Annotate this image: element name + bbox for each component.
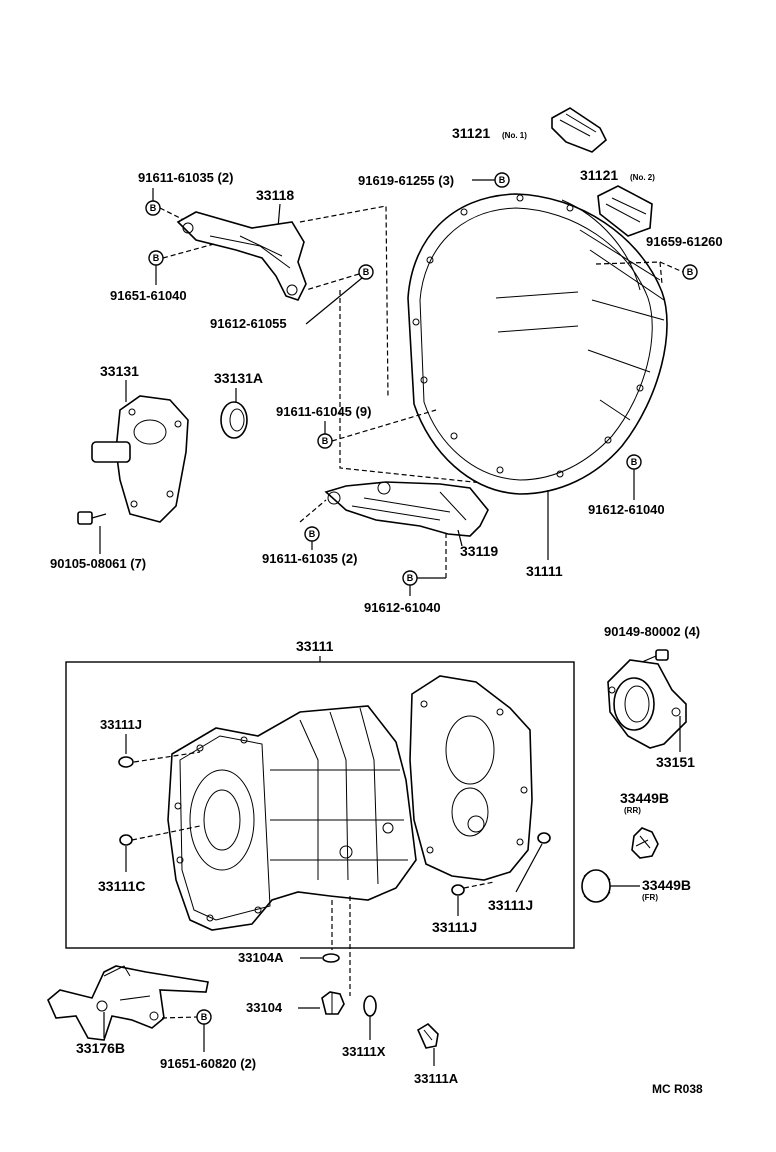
label-33449B-fr: 33449B bbox=[642, 877, 691, 893]
label-33111X: 33111X bbox=[342, 1044, 386, 1059]
svg-text:B: B bbox=[322, 436, 329, 446]
part-33449B-fr-gear-drawing bbox=[581, 869, 640, 903]
part-31121-no1-drawing bbox=[551, 107, 607, 153]
label-33111J-a: 33111J bbox=[100, 717, 142, 732]
svg-text:B: B bbox=[687, 267, 694, 277]
bolt-marker-91611-61045: B bbox=[317, 433, 333, 449]
bolt-marker-91651-61040: B bbox=[148, 250, 164, 266]
bolt-90149-80002-drawing bbox=[641, 649, 669, 663]
bolt-marker-91619-61255: B bbox=[494, 172, 510, 188]
label-90105-08061: 90105-08061 (7) bbox=[50, 556, 146, 571]
label-91612-61040-right: 91612-61040 bbox=[588, 502, 665, 517]
label-91611-61035-bottom: 91611-61035 (2) bbox=[262, 551, 357, 566]
part-33131A-oil-seal-drawing bbox=[220, 401, 248, 439]
bolt-marker-91612-61040-bottom: B bbox=[402, 570, 418, 586]
svg-text:B: B bbox=[153, 253, 160, 263]
label-31121-no1: 31121 bbox=[452, 125, 490, 141]
part-33118-bracket-drawing bbox=[176, 211, 307, 301]
part-33111J-pin-c-drawing bbox=[537, 832, 551, 844]
bolt-marker-91612-61055: B bbox=[358, 264, 374, 280]
label-91611-61035-top: 91611-61035 (2) bbox=[138, 170, 233, 185]
svg-text:B: B bbox=[201, 1012, 208, 1022]
part-33111A-breather-drawing bbox=[416, 1022, 439, 1049]
label-31121-no2-note: (No. 2) bbox=[630, 173, 655, 182]
bolt-marker-91651-60820: B bbox=[196, 1009, 212, 1025]
label-33131: 33131 bbox=[100, 363, 139, 379]
part-31121-no2-drawing bbox=[597, 185, 653, 237]
label-33111-box: 33111 bbox=[296, 638, 334, 654]
label-91659-61260: 91659-61260 bbox=[646, 234, 723, 249]
part-33111J-pin-a-drawing bbox=[118, 756, 134, 768]
label-91651-60820: 91651-60820 (2) bbox=[160, 1056, 256, 1071]
svg-text:B: B bbox=[363, 267, 370, 277]
label-91612-61055: 91612-61055 bbox=[210, 316, 287, 331]
part-33151-bearing-retainer-drawing bbox=[607, 659, 687, 749]
svg-text:B: B bbox=[631, 457, 638, 467]
part-33111-intermediate-plate-drawing bbox=[409, 675, 533, 881]
part-33111-transmission-case-drawing bbox=[167, 705, 417, 931]
label-33111A: 33111A bbox=[414, 1071, 459, 1086]
bolt-marker-91659-61260: B bbox=[682, 264, 698, 280]
label-31121-no1-note: (No. 1) bbox=[502, 131, 527, 140]
bolt-marker-91611-61035-bottom: B bbox=[304, 526, 320, 542]
part-33111J-pin-b-drawing bbox=[451, 884, 465, 896]
part-33131-retainer-drawing bbox=[91, 395, 189, 523]
label-33449B-fr-note: (FR) bbox=[642, 893, 658, 902]
label-91612-61040-bottom: 91612-61040 bbox=[364, 600, 441, 615]
part-33104A-gasket-drawing bbox=[322, 953, 340, 963]
bolt-90105-08061-drawing bbox=[77, 511, 107, 525]
label-90149-80002: 90149-80002 (4) bbox=[604, 624, 700, 639]
label-33111J-b: 33111J bbox=[432, 919, 477, 935]
part-33119-bracket-drawing bbox=[324, 481, 489, 537]
assembly-box-33111 bbox=[65, 661, 575, 949]
svg-text:B: B bbox=[499, 175, 506, 185]
part-33111X-washer-drawing bbox=[363, 995, 377, 1017]
part-33104-plug-drawing bbox=[321, 991, 345, 1015]
bolt-marker-91611-61035-top: B bbox=[145, 200, 161, 216]
label-33449B-rr-note: (RR) bbox=[624, 806, 641, 815]
label-33111J-c: 33111J bbox=[488, 897, 533, 913]
label-33449B-rr: 33449B bbox=[620, 790, 669, 806]
label-91619-61255: 91619-61255 (3) bbox=[358, 173, 454, 188]
label-33104: 33104 bbox=[246, 1000, 283, 1015]
label-33151: 33151 bbox=[656, 754, 695, 770]
label-31111: 31111 bbox=[526, 563, 563, 579]
label-91651-61040: 91651-61040 bbox=[110, 288, 187, 303]
svg-text:B: B bbox=[407, 573, 414, 583]
label-33104A: 33104A bbox=[238, 950, 284, 965]
label-91611-61045: 91611-61045 (9) bbox=[276, 404, 371, 419]
part-33449B-rr-gear-drawing bbox=[631, 827, 659, 859]
part-31111-clutch-housing-drawing bbox=[407, 193, 668, 495]
bolt-marker-91612-61040-right: B bbox=[626, 454, 642, 470]
label-33176B: 33176B bbox=[76, 1040, 125, 1056]
label-33119: 33119 bbox=[460, 543, 498, 559]
label-33111C: 33111C bbox=[98, 878, 146, 894]
label-33118: 33118 bbox=[256, 187, 294, 203]
part-33111C-pin-drawing bbox=[119, 834, 133, 846]
label-33131A: 33131A bbox=[214, 370, 263, 386]
catalog-code: MC R038 bbox=[652, 1082, 703, 1096]
label-31121-no2: 31121 bbox=[580, 167, 618, 183]
part-33176B-bracket-drawing bbox=[47, 965, 209, 1041]
svg-text:B: B bbox=[309, 529, 316, 539]
svg-text:B: B bbox=[150, 203, 157, 213]
